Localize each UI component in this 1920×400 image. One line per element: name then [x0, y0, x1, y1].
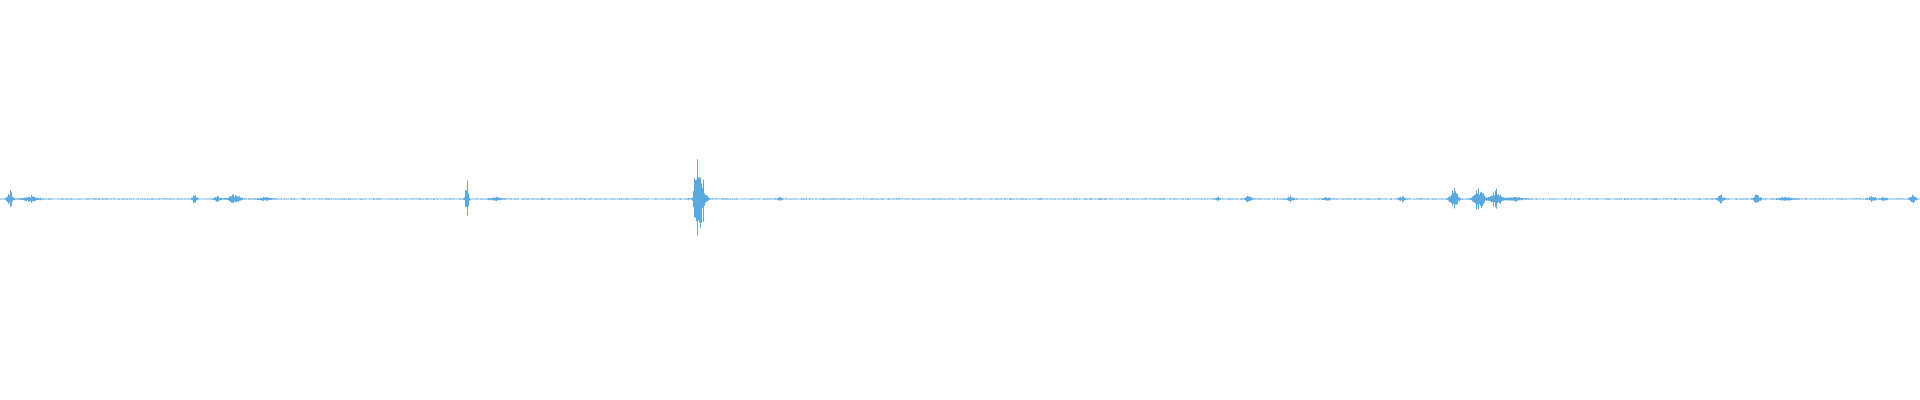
- waveform-trace: [0, 159, 1920, 236]
